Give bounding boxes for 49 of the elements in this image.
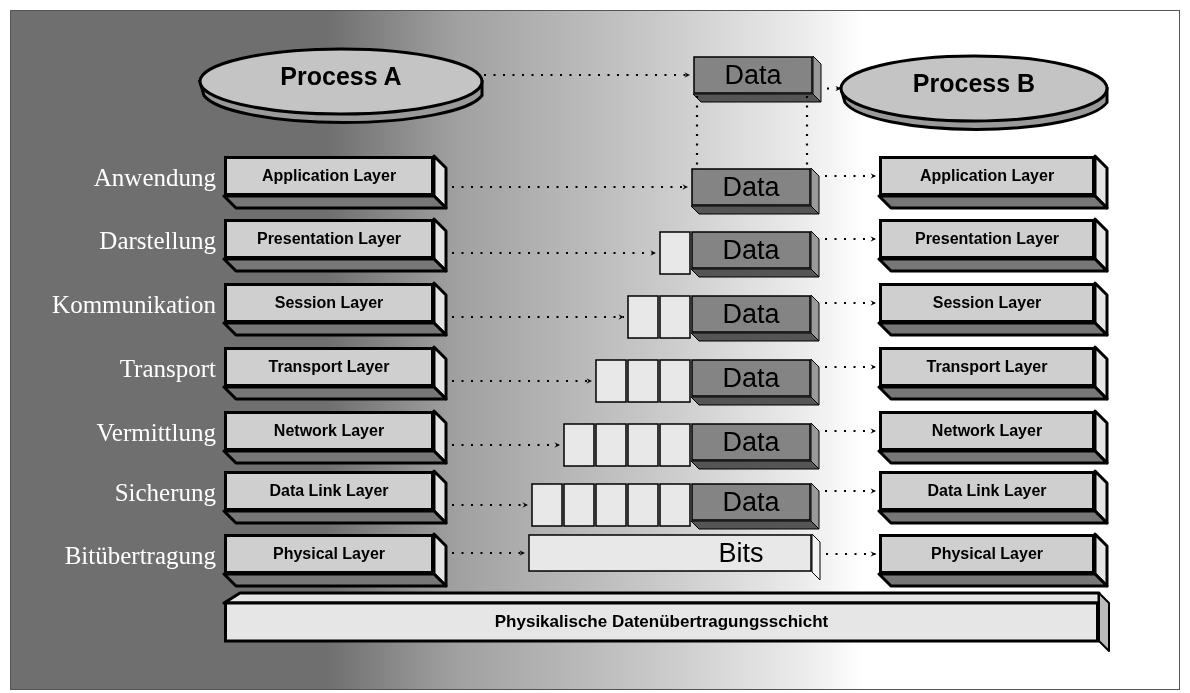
layer-name-label: Darstellung xyxy=(99,227,216,255)
layer-label: Network Layer xyxy=(931,422,1043,440)
layer-label: Application Layer xyxy=(261,167,397,185)
layer-name-label: Vermittlung xyxy=(96,419,216,447)
medium-label: Physikalische Datenübertragungsschicht xyxy=(494,612,829,632)
process-label: Process A xyxy=(280,62,402,91)
layer-label: Application Layer xyxy=(919,167,1055,185)
layer-label: Transport Layer xyxy=(926,358,1048,376)
dotted-arrow xyxy=(452,502,528,508)
dotted-arrow xyxy=(825,428,876,434)
layer-label: Physical Layer xyxy=(930,545,1044,563)
layer-label: Presentation Layer xyxy=(256,230,402,248)
dotted-arrow xyxy=(452,250,656,256)
layer-label: Network Layer xyxy=(273,422,385,440)
dotted-arrow xyxy=(827,85,841,92)
data-label: Data xyxy=(722,298,780,330)
layer-label: Transport Layer xyxy=(268,358,390,376)
layer-name-label: Anwendung xyxy=(93,164,216,192)
layer-name-label: Bitübertragung xyxy=(64,542,216,570)
layer-name-label: Kommunikation xyxy=(52,291,216,319)
dotted-arrow xyxy=(825,173,876,179)
dotted-arrow xyxy=(826,551,876,557)
dotted-arrow xyxy=(452,314,624,320)
dotted-arrow xyxy=(825,236,876,242)
layer-label: Presentation Layer xyxy=(914,230,1060,248)
data-label: Data xyxy=(722,234,780,266)
layer-label: Physical Layer xyxy=(272,545,386,563)
dotted-arrow xyxy=(452,442,560,448)
dotted-arrow xyxy=(825,300,876,306)
layer-label: Data Link Layer xyxy=(927,482,1047,500)
dotted-line xyxy=(695,96,699,167)
layer-name-label: Transport xyxy=(119,355,216,383)
layer-label: Session Layer xyxy=(932,294,1042,312)
data-label: Data xyxy=(722,426,780,458)
dotted-arrow xyxy=(452,378,592,384)
dotted-arrow xyxy=(452,550,525,556)
data-label: Data xyxy=(724,59,782,91)
data-label: Data xyxy=(722,486,780,518)
bits-label: Bits xyxy=(718,537,764,569)
layer-label: Data Link Layer xyxy=(269,482,389,500)
data-label: Data xyxy=(722,362,780,394)
dotted-line xyxy=(805,96,809,167)
dotted-arrow xyxy=(484,72,690,78)
dotted-arrow xyxy=(825,488,876,494)
process-label: Process B xyxy=(912,69,1036,98)
data-label: Data xyxy=(722,171,780,203)
layer-label: Session Layer xyxy=(274,294,384,312)
layer-name-label: Sicherung xyxy=(114,479,216,507)
dotted-arrow xyxy=(825,364,876,370)
